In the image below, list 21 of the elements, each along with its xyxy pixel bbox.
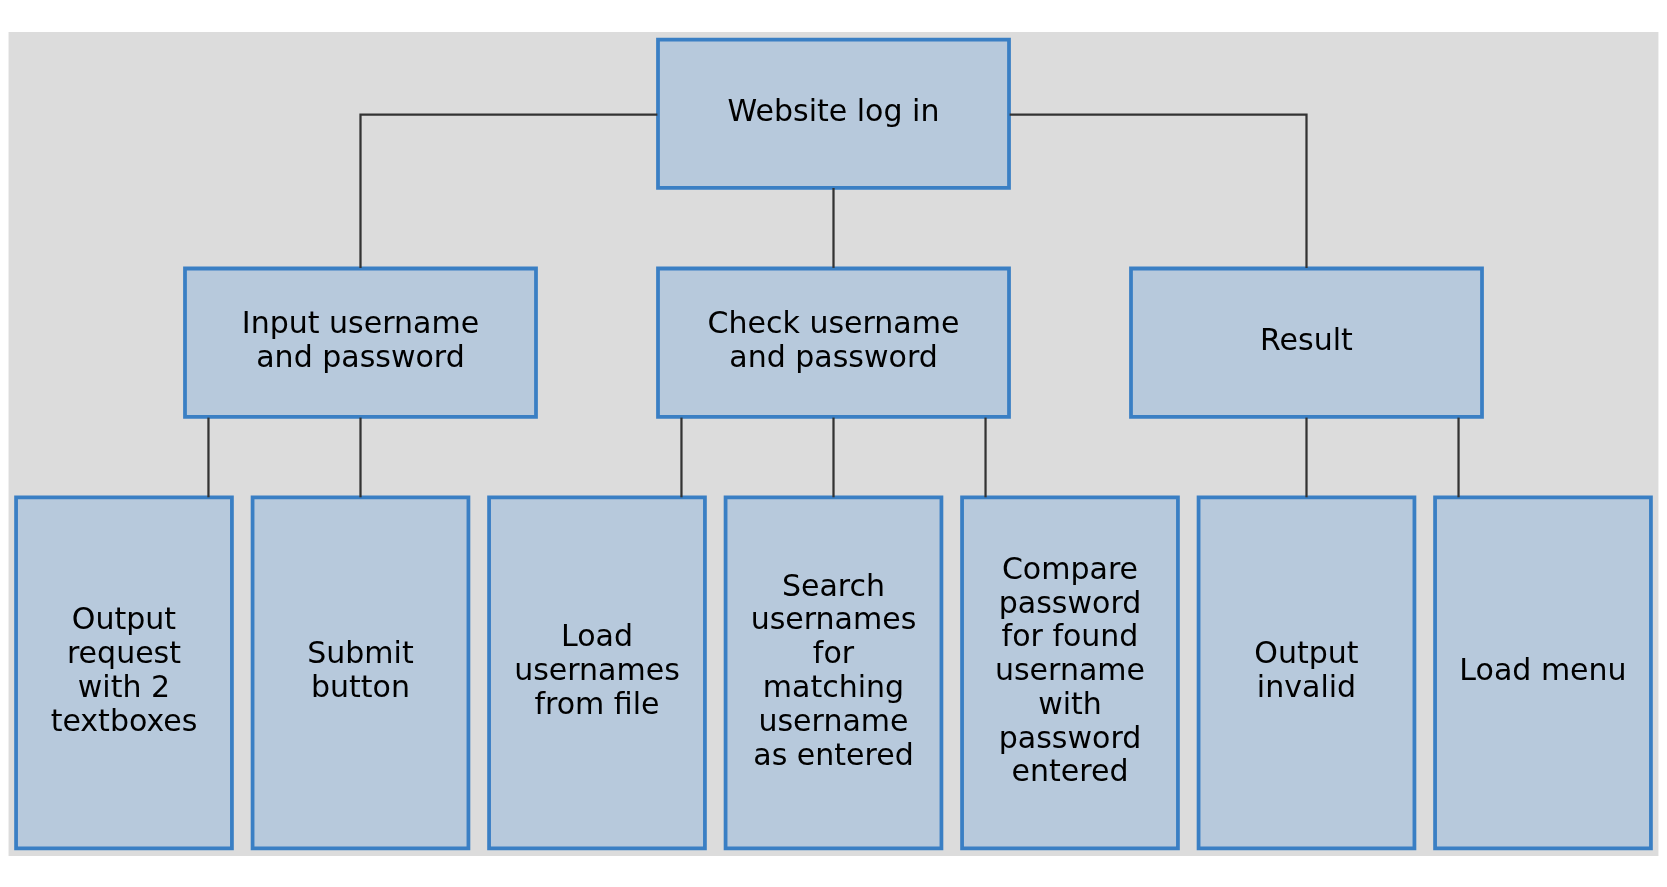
connector xyxy=(1457,417,1460,497)
node-box: Check username and password xyxy=(656,266,1011,419)
node-box: Search usernames for matching username as entered xyxy=(723,495,944,850)
connector xyxy=(1009,112,1308,268)
node-box: Output request with 2 textboxes xyxy=(14,495,234,850)
node-box: Output invalid xyxy=(1196,495,1417,850)
node-box: Compare password for found username with password entered xyxy=(960,495,1180,850)
node-box: Input username and password xyxy=(183,266,538,419)
connector xyxy=(984,417,987,497)
node-box: Load usernames from file xyxy=(487,495,707,850)
node-box: Load menu xyxy=(1433,495,1653,850)
connector xyxy=(207,417,210,497)
node-box: Result xyxy=(1129,266,1484,419)
node-box: Website log in xyxy=(656,37,1011,190)
connector xyxy=(359,417,362,497)
connector xyxy=(680,417,683,497)
connector xyxy=(1305,417,1308,497)
connector xyxy=(832,417,835,497)
node-box: Submit button xyxy=(250,495,471,850)
connector xyxy=(359,112,658,268)
connector xyxy=(832,187,835,268)
